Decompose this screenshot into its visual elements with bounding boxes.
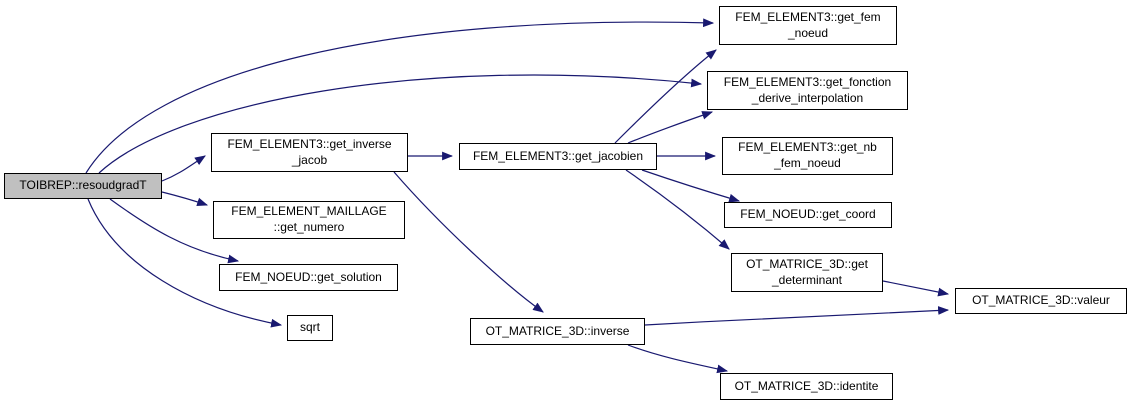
node-valeur[interactable]: OT_MATRICE_3D::valeur — [955, 288, 1127, 314]
edge-get-jacobien-to-get-coord — [641, 169, 741, 203]
edge-get-jacobien-to-get-fem-noeud — [614, 49, 717, 144]
node-label: FEM_NOEUD::get_solution — [235, 269, 382, 284]
node-label-line1: FEM_ELEMENT3::get_fonction — [723, 74, 892, 89]
node-ot-inverse[interactable]: OT_MATRICE_3D::inverse — [470, 318, 645, 345]
node-label: FEM_NOEUD::get_coord — [740, 207, 876, 222]
edge-resoudgradT-to-get-fem-noeud — [85, 18, 715, 174]
node-get-jacobien[interactable]: FEM_ELEMENT3::get_jacobien — [459, 143, 657, 170]
edge-resoudgradT-to-get-solution — [109, 198, 240, 264]
node-label-line2: _derive_interpolation — [751, 90, 864, 105]
node-get-coord[interactable]: FEM_NOEUD::get_coord — [724, 202, 892, 228]
node-label-line2: _noeud — [787, 25, 829, 40]
edge-resoudgradT-to-get-inverse-jacob — [161, 155, 206, 182]
node-label-line1: FEM_ELEMENT3::get_inverse — [227, 136, 392, 151]
node-label-line1: FEM_ELEMENT3::get_fem — [735, 9, 881, 24]
edge-resoudgradT-to-get-numero — [161, 191, 209, 207]
node-label: sqrt — [299, 320, 320, 335]
node-label-line2: ::get_numero — [273, 220, 345, 234]
node-get-determinant[interactable]: OT_MATRICE_3D::get _determinant — [731, 253, 883, 292]
node-label: OT_MATRICE_3D::inverse — [485, 323, 630, 338]
node-label-line1: FEM_ELEMENT3::get_nb — [738, 140, 877, 155]
node-label-line2: _jacob — [291, 152, 328, 167]
node-get-fonction-derive-interpolation[interactable]: FEM_ELEMENT3::get_fonction _derive_inter… — [707, 71, 908, 110]
node-get-fem-noeud[interactable]: FEM_ELEMENT3::get_fem _noeud — [719, 6, 897, 45]
edge-get-determinant-to-valeur — [882, 280, 950, 297]
edge-get-jacobien-to-get-determinant — [625, 169, 730, 250]
node-label: TOIBREP::resoudgradT — [19, 178, 147, 193]
node-label-line2: _determinant — [771, 272, 843, 287]
edge-ot-inverse-to-identite — [627, 344, 729, 374]
node-resoudgradT: TOIBREP::resoudgradT — [4, 173, 162, 199]
edge-get-jacobien-to-get-fonction — [627, 111, 714, 144]
node-identite[interactable]: OT_MATRICE_3D::identite — [720, 373, 893, 400]
edge-resoudgradT-to-sqrt — [87, 198, 283, 328]
node-sqrt: sqrt — [287, 315, 333, 341]
node-label-line2: _fem_noeud — [774, 156, 841, 170]
node-label: FEM_ELEMENT3::get_jacobien — [472, 148, 644, 163]
node-get-nb-fem-noeud[interactable]: FEM_ELEMENT3::get_nb _fem_noeud — [722, 137, 893, 175]
edge-get-inverse-jacob-to-ot-inverse — [393, 171, 544, 313]
node-label-line1: OT_MATRICE_3D::get — [746, 256, 868, 271]
edge-resoudgradT-to-get-fonction — [98, 74, 703, 174]
node-get-inverse-jacob[interactable]: FEM_ELEMENT3::get_inverse _jacob — [211, 133, 408, 172]
node-label-line1: FEM_ELEMENT_MAILLAGE — [231, 204, 387, 219]
node-get-numero[interactable]: FEM_ELEMENT_MAILLAGE ::get_numero — [213, 201, 405, 239]
node-label: OT_MATRICE_3D::identite — [734, 378, 879, 393]
node-get-solution[interactable]: FEM_NOEUD::get_solution — [219, 264, 398, 291]
edge-ot-inverse-to-valeur — [644, 306, 950, 326]
node-label: OT_MATRICE_3D::valeur — [972, 293, 1110, 308]
